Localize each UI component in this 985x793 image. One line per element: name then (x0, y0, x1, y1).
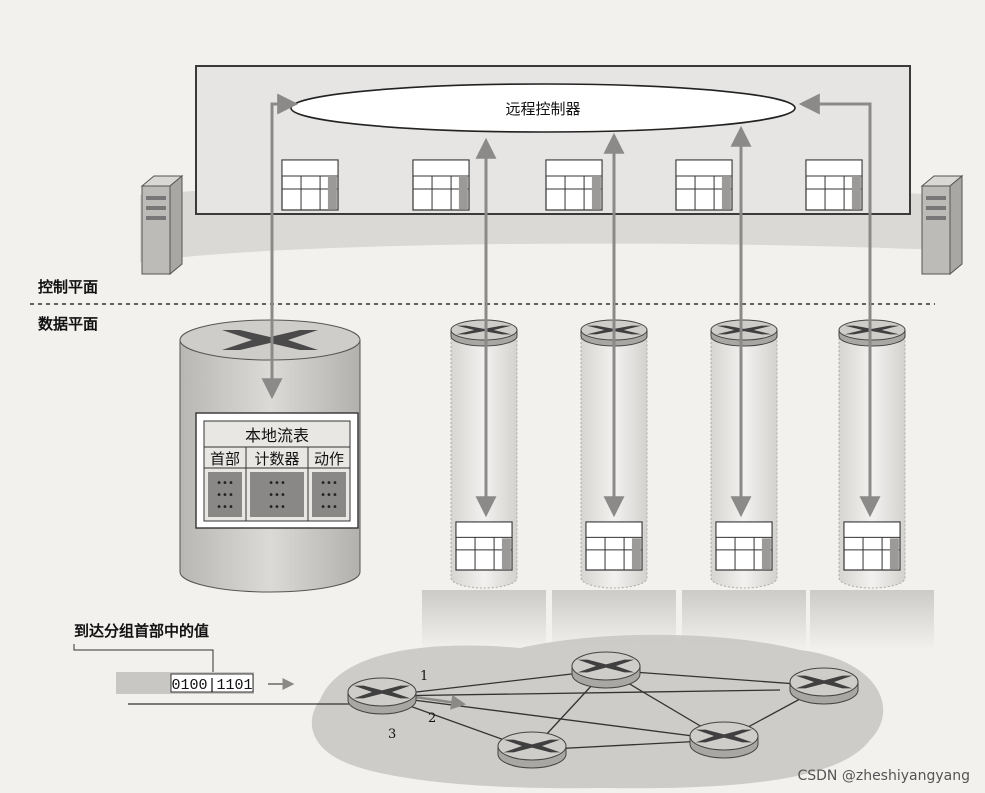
flow-table-icon (585, 521, 643, 571)
router-icon (497, 731, 567, 769)
flow-table-icon (545, 159, 603, 211)
server-icon (140, 174, 184, 276)
switch-columns (422, 319, 934, 650)
network-link (381, 669, 607, 697)
flow-table-cell: ••• (320, 490, 338, 501)
flow-table-icon (675, 159, 733, 211)
network-link (605, 669, 825, 687)
flow-table-cell: ••• (268, 478, 286, 489)
server-icon (920, 174, 964, 276)
flow-table-icon (281, 159, 339, 211)
router-icon (580, 319, 648, 347)
port-label-1: 1 (420, 669, 428, 684)
switch-column (682, 319, 806, 650)
flow-table-cell: ••• (320, 502, 338, 513)
flow-table-col-counter: 计数器 (254, 450, 299, 468)
control-arrows (261, 93, 881, 518)
local-flow-table: 本地流表 首部 计数器 动作 •••••••••••••••••••••••••… (195, 412, 359, 529)
flow-table-cell: ••• (216, 490, 234, 501)
flow-table-col-header: 首部 (210, 450, 240, 468)
switch-column (422, 319, 546, 650)
watermark: CSDN @zheshiyangyang (797, 768, 970, 784)
packet-caption: 到达分组首部中的值 (74, 622, 209, 640)
flow-table-cell: ••• (216, 502, 234, 513)
data-plane-label: 数据平面 (38, 315, 98, 333)
router-icon (571, 651, 641, 689)
remote-controller-label: 远程控制器 (505, 100, 580, 118)
flow-table-title: 本地流表 (245, 426, 309, 445)
packet-bits-box (170, 673, 254, 693)
switch-column (810, 319, 934, 650)
router-icon (347, 677, 417, 715)
network-routers (347, 651, 859, 769)
flow-table-cell: ••• (268, 502, 286, 513)
flow-table-cell: ••• (320, 478, 338, 489)
arrow-icon (261, 93, 299, 400)
switch-column (552, 319, 676, 650)
flow-table-col-action: 动作 (314, 450, 344, 468)
forward-arrow (414, 694, 466, 710)
port-label-3: 3 (388, 727, 396, 742)
router-icon (689, 721, 759, 759)
caption-leader-line (73, 644, 214, 672)
flow-table-icon (843, 521, 901, 571)
network-link (381, 689, 781, 697)
port-label-2: 2 (428, 711, 436, 726)
packet-bits: 0100|1101 (171, 677, 252, 694)
network-link (381, 695, 725, 741)
flow-table-icon (455, 521, 513, 571)
router-icon (710, 319, 778, 347)
router-icon (789, 667, 859, 705)
flow-table-cell: ••• (268, 490, 286, 501)
flow-table-cell: ••• (216, 478, 234, 489)
flow-table-icon (715, 521, 773, 571)
router-icon (450, 319, 518, 347)
flow-table-cells: ••••••••••••••••••••••••••• (216, 478, 338, 513)
arrow-icon (798, 93, 881, 518)
router-icon (838, 319, 906, 347)
flow-table-icon (805, 159, 863, 211)
control-plane-label: 控制平面 (38, 278, 98, 296)
flow-table-icon (412, 159, 470, 211)
